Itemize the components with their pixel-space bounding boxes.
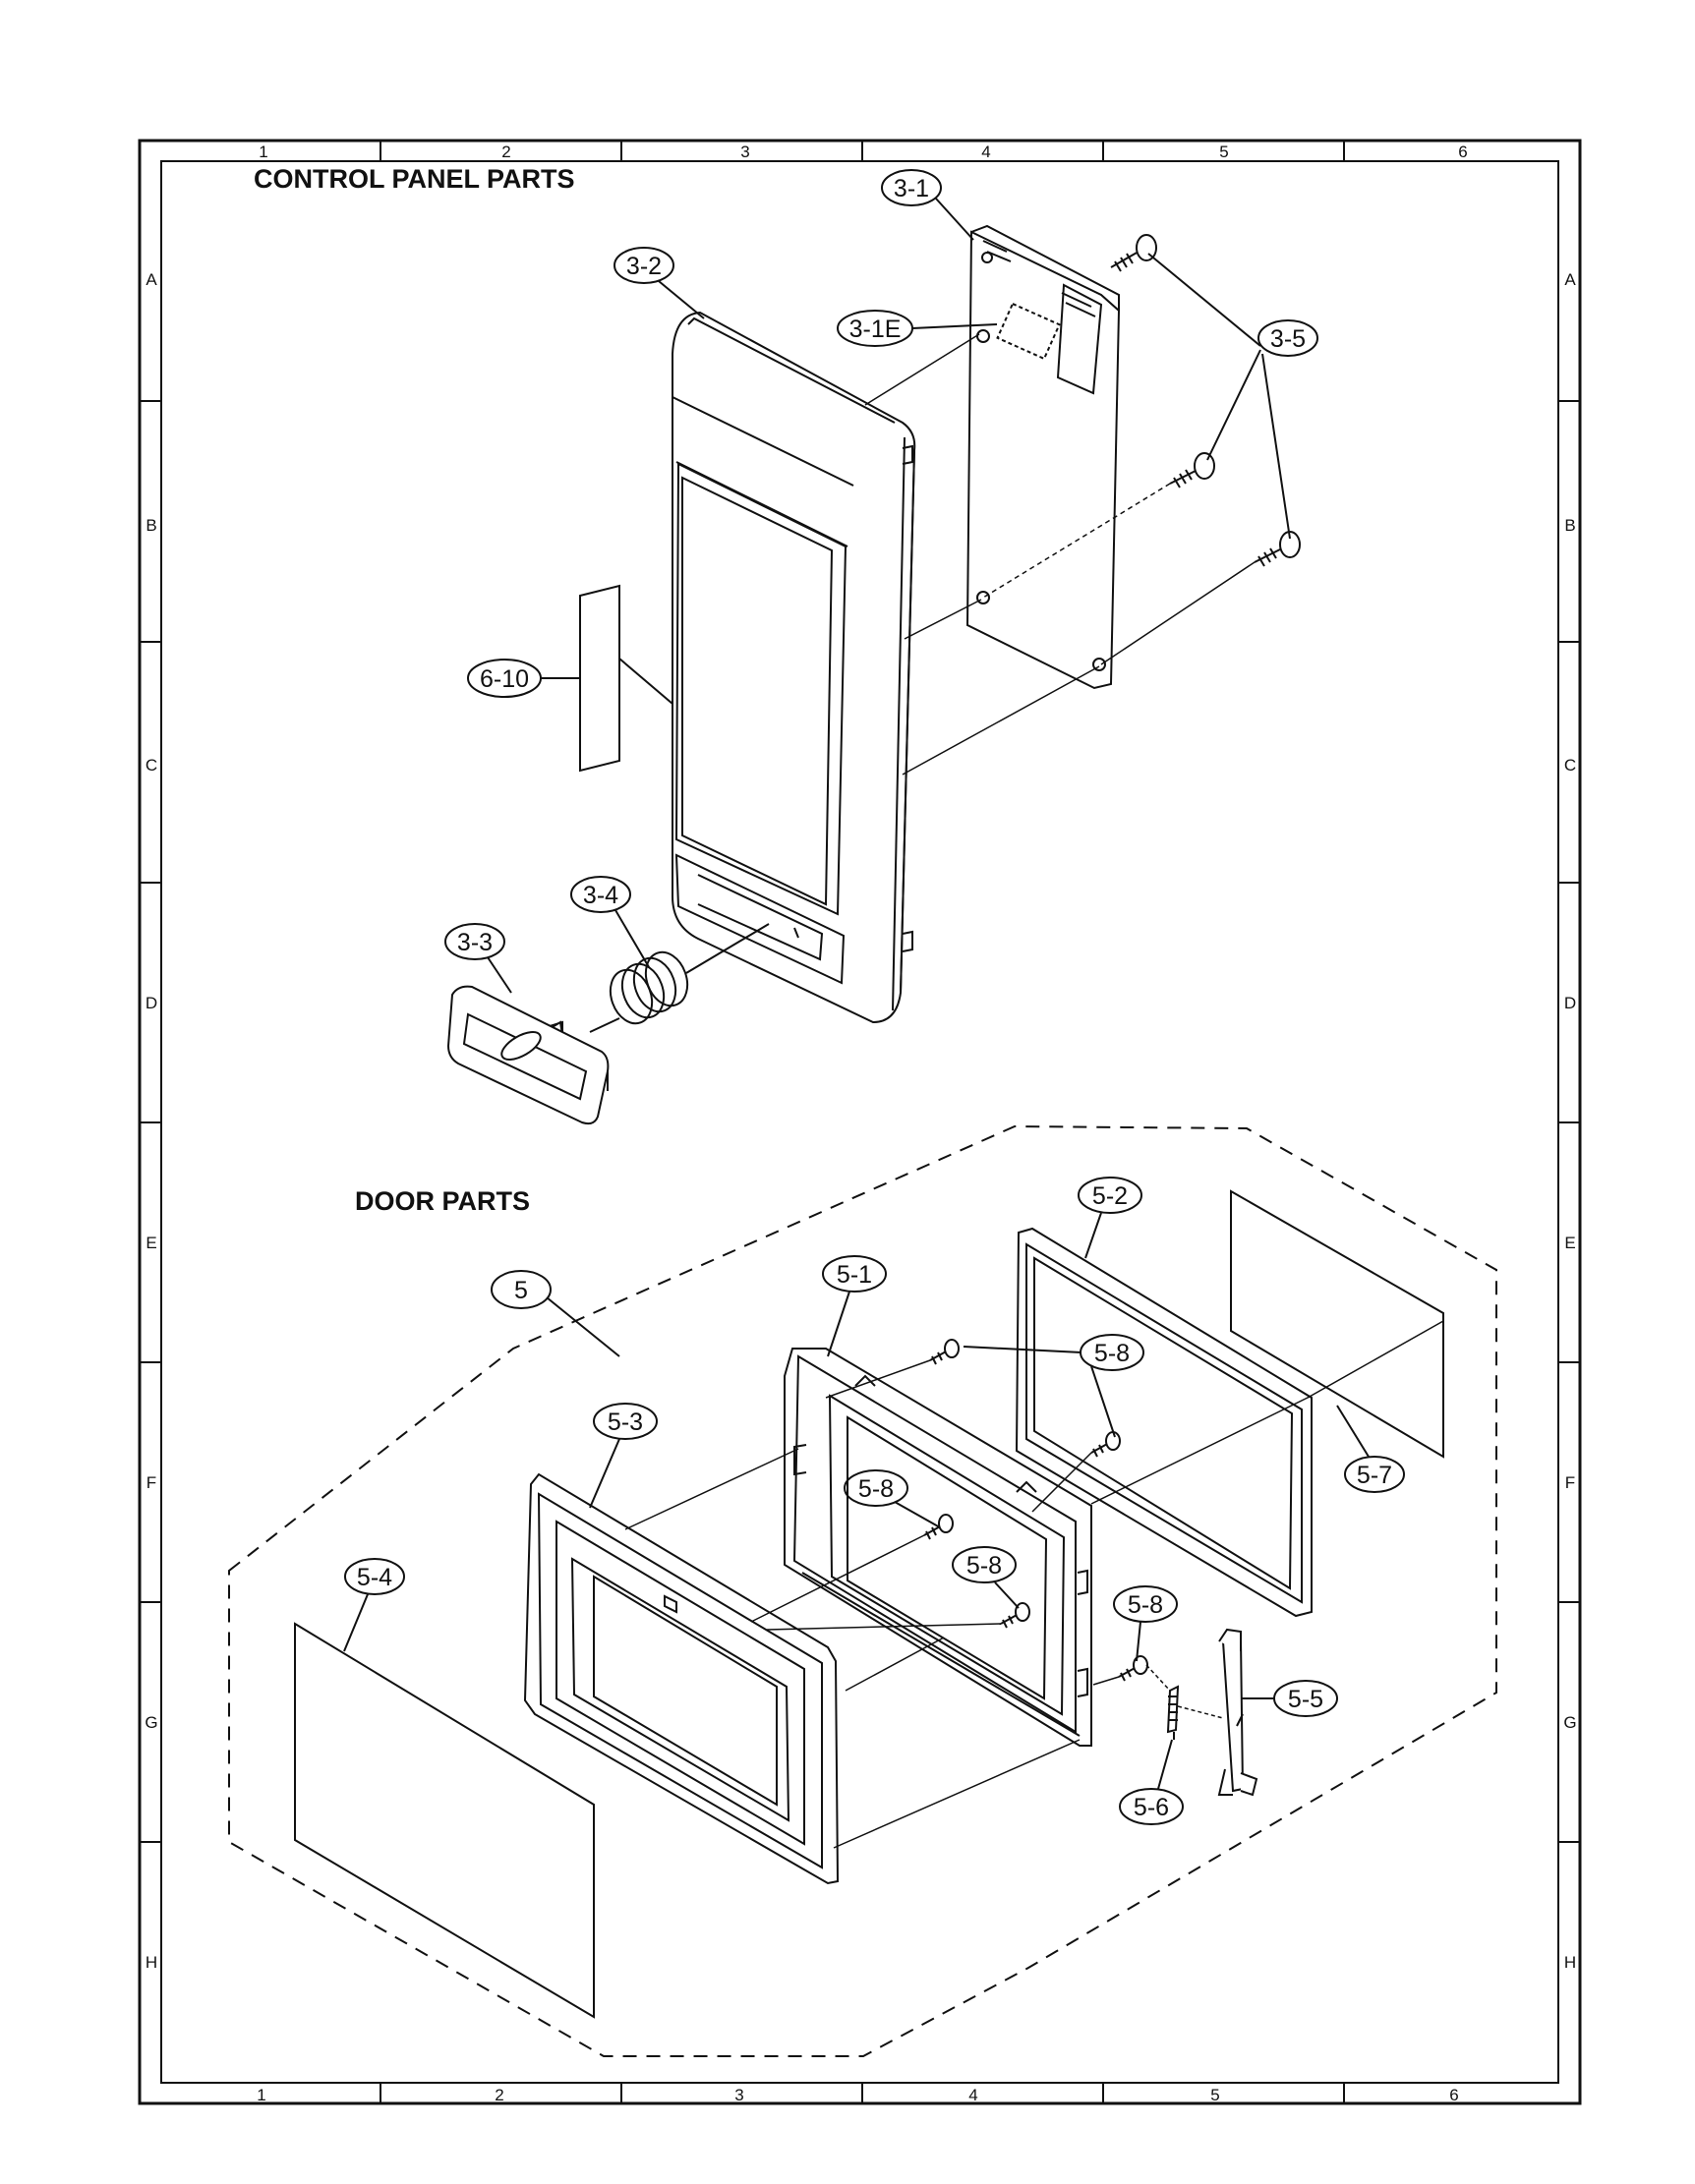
row-ticks [140,400,1580,1843]
control-panel-parts-title: CONTROL PANEL PARTS [254,164,575,194]
part-label-5-8-c: 5-8 [966,1552,1002,1580]
row-label-C-right: C [1564,756,1576,775]
row-label-G-right: G [1563,1713,1576,1732]
column-labels: 1 2 3 4 5 6 1 2 3 4 5 6 [257,143,1467,2104]
column-ticks [380,141,1345,2103]
row-label-G-left: G [145,1713,157,1732]
part-label-5-1: 5-1 [837,1261,872,1289]
row-label-A-right: A [1564,270,1576,289]
screw-leader [1100,561,1256,665]
row-label-F-left: F [146,1473,156,1492]
assembly-lines-panel [864,333,1100,776]
part-label-5-5: 5-5 [1288,1686,1323,1713]
row-label-B-right: B [1564,516,1575,535]
screw-icon [1254,531,1301,567]
part-label-5-2: 5-2 [1092,1182,1128,1210]
callouts [343,169,1405,1825]
col-label-2-bottom: 2 [495,2086,503,2104]
control-unit-board [965,224,1121,690]
screw-icon [1110,234,1157,272]
door-glass-5-4 [294,1622,595,2019]
part-label-3-5: 3-5 [1270,325,1306,353]
label-sheet-6-10 [579,584,620,773]
part-label-3-3: 3-3 [457,929,493,956]
part-label-5-3: 5-3 [608,1408,643,1436]
screw-hidden-line [982,483,1171,599]
door-latch-5-5 [1217,1628,1258,1797]
screw-icon [929,1339,960,1365]
row-label-E-right: E [1564,1234,1575,1252]
row-label-A-left: A [146,270,157,289]
part-label-5-6: 5-6 [1134,1794,1169,1821]
door-parts-title: DOOR PARTS [355,1186,530,1216]
screw-icon [1118,1655,1148,1682]
screw-icon [1169,452,1215,489]
row-label-H-left: H [146,1953,157,1972]
row-label-E-left: E [146,1234,156,1252]
part-label-5-8-d: 5-8 [1128,1591,1163,1619]
part-label-5-8-a: 5-8 [1094,1340,1130,1367]
col-label-1-top: 1 [259,143,267,161]
screw-icon [1000,1602,1030,1629]
row-label-C-left: C [146,756,157,775]
col-label-3-top: 3 [740,143,749,161]
col-label-2-top: 2 [501,143,510,161]
row-label-F-right: F [1565,1473,1575,1492]
coil-spring [589,923,770,1033]
col-label-4-top: 4 [981,143,990,161]
assembly-lines-door [624,1320,1444,1849]
part-label-3-2: 3-2 [626,253,662,280]
col-label-4-bottom: 4 [968,2086,977,2104]
part-label-3-4: 3-4 [583,882,618,909]
row-label-B-left: B [146,516,156,535]
col-label-6-bottom: 6 [1449,2086,1458,2104]
col-label-5-bottom: 5 [1210,2086,1219,2104]
part-label-5: 5 [514,1277,528,1304]
row-label-H-right: H [1564,1953,1576,1972]
latch-spring-5-6 [1166,1685,1180,1740]
door-open-button [446,985,610,1125]
door-film-5-7 [1230,1189,1444,1459]
door-choke-cover [523,1472,840,1885]
part-label-6-10: 6-10 [480,665,529,693]
row-label-D-left: D [146,994,157,1012]
col-label-1-bottom: 1 [257,2086,265,2104]
col-label-3-bottom: 3 [734,2086,743,2104]
door-assembly-envelope [228,1124,1497,2057]
col-label-5-top: 5 [1219,143,1228,161]
part-label-5-4: 5-4 [357,1564,392,1591]
row-labels: A B C D E F G H A B C D E F G H [145,270,1576,1972]
part-label-5-7: 5-7 [1357,1462,1392,1489]
part-label-3-1E: 3-1E [849,316,902,343]
part-label-3-1: 3-1 [894,175,929,202]
col-label-6-top: 6 [1458,143,1467,161]
door-frame-5-1 [784,1348,1092,1747]
row-label-D-right: D [1564,994,1576,1012]
part-label-5-8-b: 5-8 [858,1475,894,1503]
callout-labels: 3-1 3-1E 3-2 3-5 6-10 3-4 3-3 5 5-1 5-2 … [357,175,1392,1821]
control-panel-frame [672,311,916,1024]
door-seal-5-2 [1015,1227,1313,1618]
